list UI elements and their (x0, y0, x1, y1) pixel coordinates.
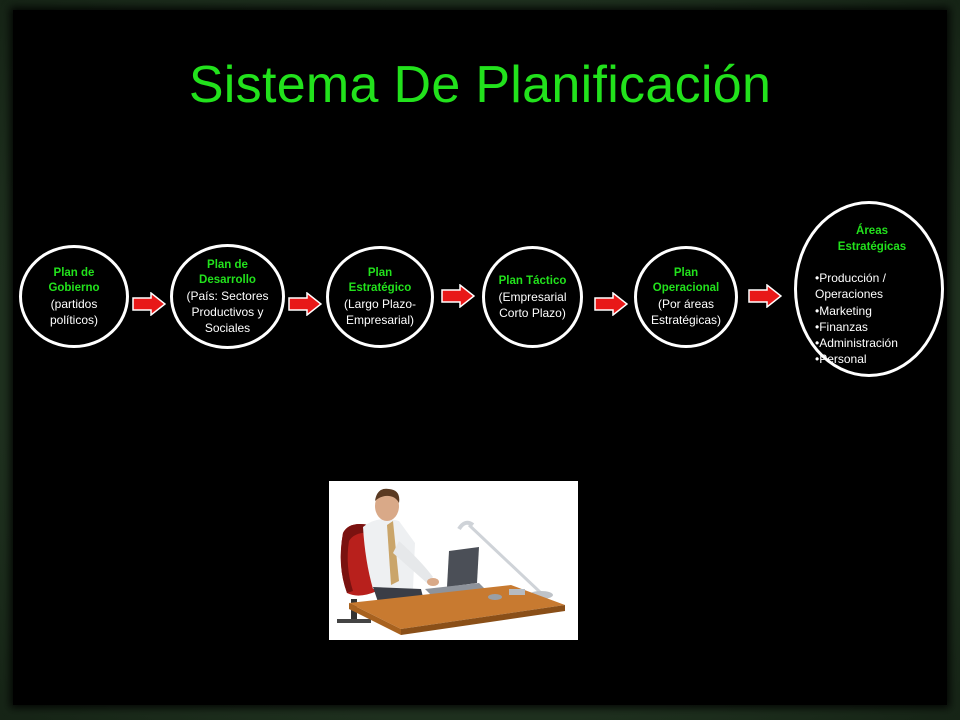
node-plan-gobierno: Plan de Gobierno (partidos políticos) (19, 245, 129, 348)
arrow-right-icon (132, 292, 166, 316)
node-body-line: Empresarial) (345, 313, 414, 327)
illustration-person-at-computer (329, 481, 578, 640)
areas-head-line: Estratégicas (837, 241, 907, 253)
node-body-line: Sociales (204, 320, 251, 335)
node-plan-operacional: Plan Operacional (Por áreas Estratégicas… (634, 246, 738, 348)
node-head-line: Plan Táctico (498, 274, 567, 287)
arrow-right-icon (594, 292, 628, 316)
node-body-line: Estratégicas) (650, 313, 722, 327)
node-body-line: (Por áreas (657, 297, 715, 311)
node-plan-desarrollo: Plan de Desarrollo (País: Sectores Produ… (170, 244, 285, 349)
arrow-right-icon (288, 292, 322, 316)
node-head-line: Operacional (652, 282, 720, 294)
list-item: •Finanzas (815, 319, 868, 334)
node-head-line: Estratégico (348, 282, 412, 294)
arrow-right-icon (748, 284, 782, 308)
node-body-line: políticos) (49, 312, 99, 327)
list-item: •Marketing (815, 303, 872, 318)
node-body-line: (País: Sectores (186, 288, 269, 303)
slide-title: Sistema De Planificación (188, 56, 772, 114)
areas-head-line: Áreas (856, 225, 888, 237)
list-item: •Administración (815, 336, 898, 351)
areas-list: •Producción / Operaciones •Marketing •Fi… (815, 270, 898, 368)
node-body-line: (Empresarial (498, 289, 567, 304)
arrow-right-icon (441, 284, 475, 308)
node-body-line: (Largo Plazo- (343, 297, 417, 311)
node-head-line: Gobierno (48, 281, 100, 294)
node-body-line: (partidos (50, 296, 98, 311)
list-item: •Personal (815, 352, 867, 367)
list-item: Operaciones (815, 287, 884, 302)
node-head-line: Plan de (207, 258, 248, 271)
node-head-line: Desarrollo (199, 273, 256, 286)
areas-head: Áreas Estratégicas (797, 223, 947, 255)
node-body-line: Corto Plazo) (499, 305, 566, 320)
node-plan-tactico: Plan Táctico (Empresarial Corto Plazo) (482, 246, 583, 348)
node-head-line: Plan (367, 267, 393, 279)
person-at-computer-icon (337, 488, 565, 635)
node-head-line: Plan (673, 267, 699, 279)
list-item: •Producción / (815, 271, 886, 285)
node-body-line: Productivos y (191, 304, 264, 319)
node-head-line: Plan de (53, 266, 95, 279)
node-areas-estrategicas: Áreas Estratégicas •Producción / Operaci… (794, 201, 944, 377)
node-plan-estrategico: Plan Estratégico (Largo Plazo- Empresari… (326, 246, 434, 348)
